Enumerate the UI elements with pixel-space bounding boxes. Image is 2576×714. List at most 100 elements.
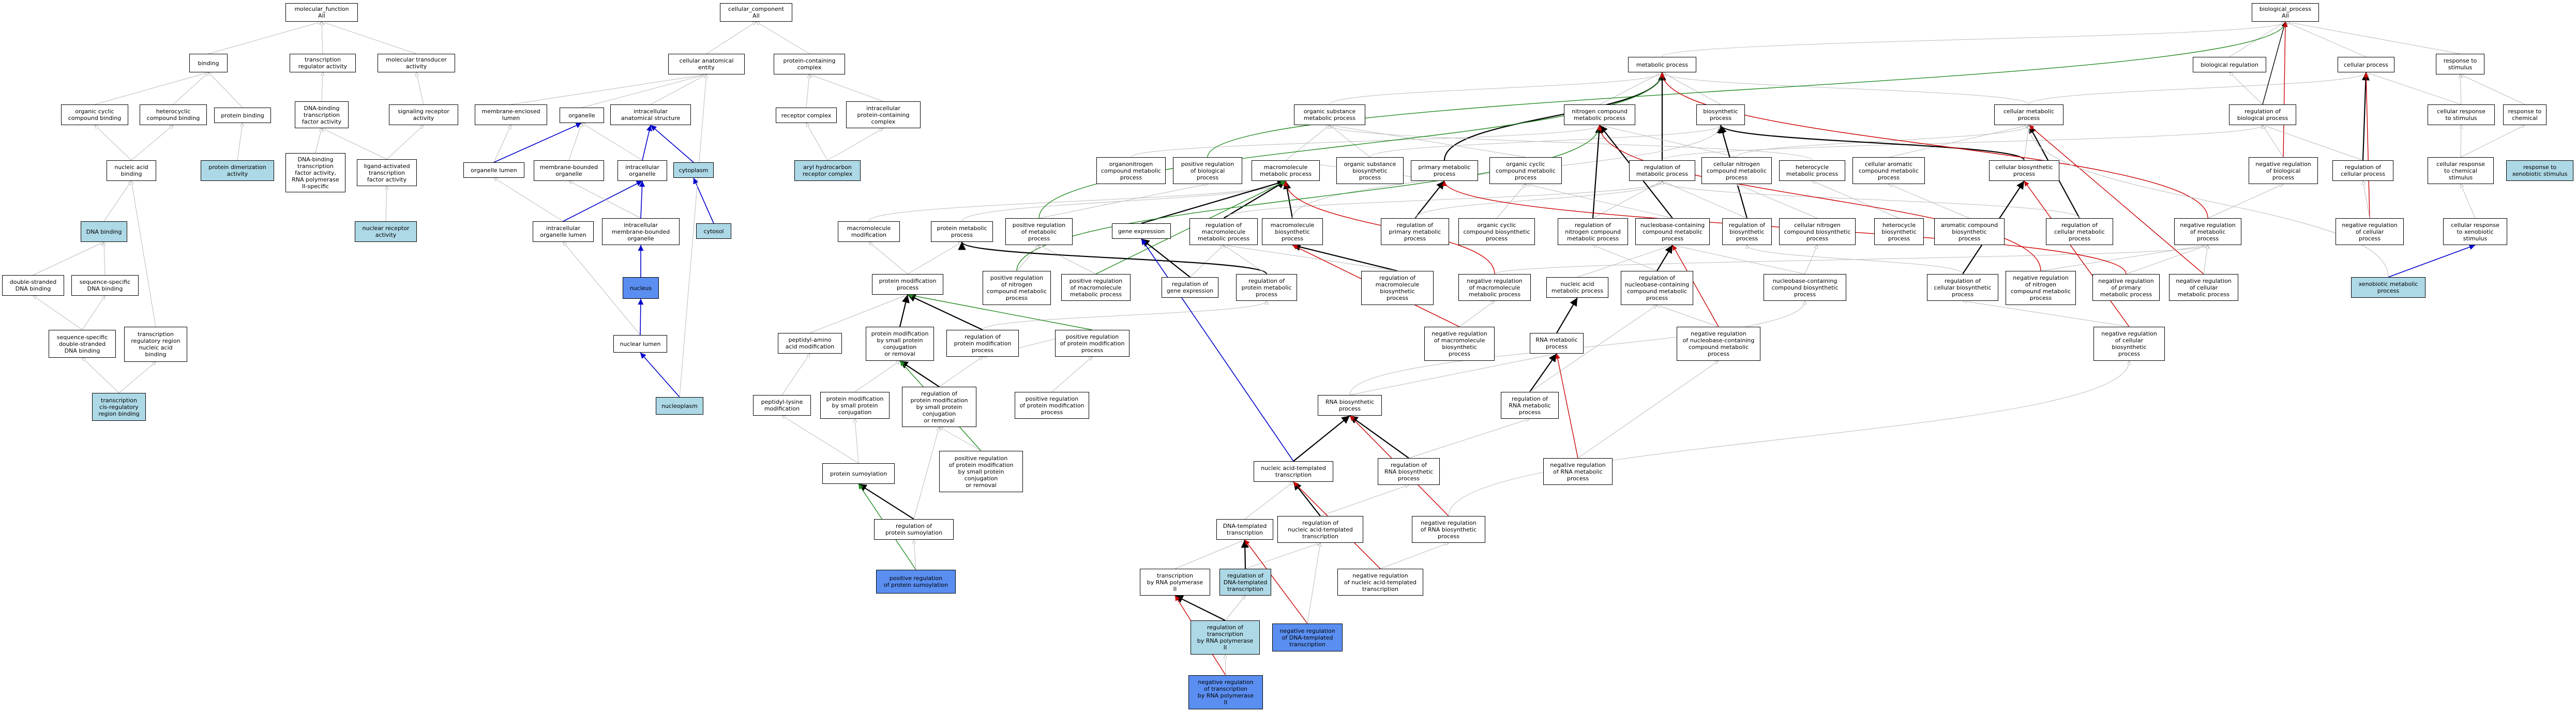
node-transcription-regulator-activity[interactable]: transcription regulator activity: [290, 54, 356, 72]
node-cellular-metabolic-process[interactable]: cellular metabolic process: [1994, 104, 2063, 125]
node-sequence-specific-dna-binding[interactable]: sequence-specific DNA binding: [71, 275, 139, 296]
node-protein-modification-by-small-protein-conjugation[interactable]: protein modification by small protein co…: [820, 392, 890, 419]
node-intracellular-protein-containing-complex[interactable]: intracellular protein-containing complex: [846, 101, 921, 128]
node-positive-regulation-of-protein-modification-process-2[interactable]: positive regulation of protein modificat…: [1015, 392, 1089, 419]
node-positive-regulation-of-biological-process[interactable]: positive regulation of biological proces…: [1173, 157, 1242, 184]
node-regulation-of-macromolecule-biosynthetic-process[interactable]: regulation of macromolecule biosynthetic…: [1361, 271, 1434, 305]
node-receptor-complex[interactable]: receptor complex: [776, 108, 837, 123]
node-negative-regulation-of-nucleic-acid-templated-transcription[interactable]: negative regulation of nucleic acid-temp…: [1337, 569, 1423, 596]
node-regulation-of-metabolic-process[interactable]: regulation of metabolic process: [1629, 160, 1695, 181]
node-negative-regulation-of-cellular-metabolic-process[interactable]: negative regulation of cellular metaboli…: [2169, 274, 2238, 301]
node-regulation-of-nucleic-acid-templated-transcription[interactable]: regulation of nucleic acid-templated tra…: [1277, 516, 1363, 543]
node-cellular-biosynthetic-process[interactable]: cellular biosynthetic process: [1989, 160, 2059, 181]
node-regulation-of-protein-modification-by-small-protein-conjugation[interactable]: regulation of protein modification by sm…: [902, 387, 976, 427]
node-regulation-of-biological-process[interactable]: regulation of biological process: [2229, 104, 2296, 125]
node-cellular-nitrogen-compound-metabolic-process[interactable]: cellular nitrogen compound metabolic pro…: [1701, 157, 1772, 184]
node-nucleoplasm[interactable]: nucleoplasm: [656, 397, 703, 415]
node-dna-templated-transcription[interactable]: DNA-templated transcription: [1216, 519, 1273, 540]
node-cellular-response-to-xenobiotic-stimulus[interactable]: cellular response to xenobiotic stimulus: [2443, 218, 2507, 245]
node-intracellular-organelle-lumen[interactable]: intracellular organelle lumen: [533, 221, 594, 242]
node-regulation-of-macromolecule-metabolic-process[interactable]: regulation of macromolecule metabolic pr…: [1189, 218, 1258, 245]
node-positive-regulation-of-protein-sumoylation[interactable]: positive regulation of protein sumoylati…: [876, 570, 956, 594]
node-negative-regulation-of-metabolic-process[interactable]: negative regulation of metabolic process: [2174, 218, 2241, 245]
node-molecular-transducer-activity[interactable]: molecular transducer activity: [378, 54, 455, 72]
node-nucleic-acid-templated-transcription[interactable]: nucleic acid-templated transcription: [1254, 461, 1333, 482]
node-heterocycle-metabolic-process[interactable]: heterocycle metabolic process: [1779, 160, 1845, 181]
node-biological-regulation[interactable]: biological regulation: [2193, 57, 2266, 72]
node-peptidyl-lysine-modification[interactable]: peptidyl-lysine modification: [753, 395, 811, 416]
node-regulation-of-gene-expression[interactable]: regulation of gene expression: [1162, 277, 1218, 298]
node-cellular-response-to-chemical-stimulus[interactable]: cellular response to chemical stimulus: [2428, 157, 2494, 184]
node-negative-regulation-of-cellular-biosynthetic-process[interactable]: negative regulation of cellular biosynth…: [2093, 327, 2165, 361]
node-dna-binding[interactable]: DNA binding: [81, 221, 127, 242]
node-negative-regulation-of-macromolecule-biosynthetic-process[interactable]: negative regulation of macromolecule bio…: [1424, 327, 1495, 361]
node-intracellular-organelle[interactable]: intracellular organelle: [617, 160, 667, 181]
node-signaling-receptor-activity[interactable]: signaling receptor activity: [389, 104, 458, 125]
node-xenobiotic-metabolic-process[interactable]: xenobiotic metabolic process: [2351, 277, 2426, 298]
node-regulation-of-rna-biosynthetic-process[interactable]: regulation of RNA biosynthetic process: [1378, 458, 1440, 485]
node-regulation-of-protein-metabolic-process[interactable]: regulation of protein metabolic process: [1236, 274, 1297, 301]
node-ligand-activated-transcription-factor[interactable]: ligand-activated transcription factor ac…: [357, 159, 417, 186]
node-nuclear-lumen[interactable]: nuclear lumen: [613, 335, 667, 353]
node-organic-substance-biosynthetic-process[interactable]: organic substance biosynthetic process: [1336, 157, 1404, 184]
node-regulation-of-nucleobase-containing-compound-metabolic-process[interactable]: regulation of nucleobase-containing comp…: [1621, 271, 1693, 305]
node-macromolecule-modification[interactable]: macromolecule modification: [838, 221, 900, 242]
node-protein-sumoylation[interactable]: protein sumoylation: [822, 463, 895, 484]
node-negative-regulation-of-rna-biosynthetic-process[interactable]: negative regulation of RNA biosynthetic …: [1412, 516, 1485, 543]
node-intracellular-anatomical-structure[interactable]: intracellular anatomical structure: [610, 104, 691, 125]
node-binding[interactable]: binding: [189, 54, 228, 72]
node-gene-expression[interactable]: gene expression: [1112, 223, 1171, 239]
node-nucleic-acid-metabolic-process[interactable]: nucleic acid metabolic process: [1546, 277, 1608, 298]
node-regulation-of-nitrogen-compound-metabolic-process[interactable]: regulation of nitrogen compound metaboli…: [1558, 218, 1628, 245]
node-dna-binding-transcription-factor-activity[interactable]: DNA-binding transcription factor activit…: [295, 101, 349, 128]
node-organic-cyclic-compound-metabolic-process[interactable]: organic cyclic compound metabolic proces…: [1489, 157, 1562, 184]
node-cellular-aromatic-compound-metabolic-process[interactable]: cellular aromatic compound metabolic pro…: [1852, 157, 1925, 184]
node-response-to-stimulus[interactable]: response to stimulus: [2436, 54, 2484, 74]
node-response-to-xenobiotic-stimulus[interactable]: response to xenobiotic stimulus: [2506, 160, 2573, 181]
node-organic-cyclic-compound-biosynthetic-process[interactable]: organic cyclic compound biosynthetic pro…: [1458, 218, 1535, 245]
node-regulation-of-protein-modification-process[interactable]: regulation of protein modification proce…: [946, 330, 1019, 357]
node-cellular-component[interactable]: cellular_component All: [720, 3, 792, 22]
node-protein-modification-process[interactable]: protein modification process: [872, 274, 943, 295]
node-regulation-of-cellular-metabolic-process[interactable]: regulation of cellular metabolic process: [2046, 218, 2113, 245]
node-negative-regulation-of-biological-process[interactable]: negative regulation of biological proces…: [2249, 157, 2318, 184]
node-biological-process[interactable]: biological_process All: [2252, 3, 2319, 22]
node-protein-modification-by-small-protein-conjugation-or-removal[interactable]: protein modification by small protein co…: [866, 327, 934, 361]
node-cellular-process[interactable]: cellular process: [2338, 57, 2394, 72]
node-response-to-chemical[interactable]: response to chemical: [2503, 104, 2547, 125]
node-transcription-by-rna-polymerase-ii[interactable]: transcription by RNA polymerase II: [1140, 569, 1210, 596]
node-regulation-of-biosynthetic-process[interactable]: regulation of biosynthetic process: [1722, 218, 1772, 245]
node-negative-regulation-of-dna-templated-transcription[interactable]: negative regulation of DNA-templated tra…: [1272, 624, 1343, 651]
node-protein-dimerization-activity[interactable]: protein dimerization activity: [201, 160, 274, 181]
node-negative-regulation-of-rna-metabolic-process[interactable]: negative regulation of RNA metabolic pro…: [1543, 458, 1613, 485]
node-nucleus[interactable]: nucleus: [623, 277, 659, 299]
node-cytosol[interactable]: cytosol: [696, 223, 731, 239]
node-organelle-lumen[interactable]: organelle lumen: [463, 162, 524, 178]
node-regulation-of-rna-metabolic-process[interactable]: regulation of RNA metabolic process: [1501, 392, 1559, 419]
node-biosynthetic-process[interactable]: biosynthetic process: [1696, 104, 1745, 125]
node-transcription-regulatory-region-binding[interactable]: transcription regulatory region nucleic …: [124, 327, 187, 362]
node-membrane-bounded-organelle[interactable]: membrane-bounded organelle: [534, 160, 604, 181]
node-regulation-of-primary-metabolic-process[interactable]: regulation of primary metabolic process: [1381, 218, 1449, 245]
node-heterocyclic-compound-binding[interactable]: heterocyclic compound binding: [140, 104, 207, 125]
node-protein-binding[interactable]: protein binding: [214, 108, 271, 123]
node-negative-regulation-of-nitrogen-compound-metabolic-process[interactable]: negative regulation of nitrogen compound…: [2006, 271, 2076, 305]
node-primary-metabolic-process[interactable]: primary metabolic process: [1411, 160, 1478, 181]
node-aromatic-compound-biosynthetic-process[interactable]: aromatic compound biosynthetic process: [1934, 218, 2005, 245]
node-macromolecule-biosynthetic-process[interactable]: macromolecule biosynthetic process: [1262, 218, 1323, 245]
node-macromolecule-metabolic-process[interactable]: macromolecule metabolic process: [1252, 160, 1320, 181]
node-intracellular-membrane-bounded-organelle[interactable]: intracellular membrane-bounded organelle: [602, 218, 680, 245]
node-nucleic-acid-binding[interactable]: nucleic acid binding: [107, 160, 156, 181]
node-regulation-of-transcription-by-rna-polymerase-ii[interactable]: regulation of transcription by RNA polym…: [1191, 620, 1260, 655]
node-organelle[interactable]: organelle: [560, 108, 604, 123]
node-protein-metabolic-process[interactable]: protein metabolic process: [931, 221, 993, 242]
node-negative-regulation-of-primary-metabolic-process[interactable]: negative regulation of primary metabolic…: [2092, 274, 2160, 301]
node-dna-binding-tf-activity-pol2[interactable]: DNA-binding transcription factor activit…: [285, 153, 345, 192]
node-cellular-anatomical-entity[interactable]: cellular anatomical entity: [668, 54, 745, 74]
node-negative-regulation-of-cellular-process[interactable]: negative regulation of cellular process: [2336, 218, 2404, 245]
node-regulation-of-cellular-process[interactable]: regulation of cellular process: [2332, 160, 2393, 181]
node-positive-regulation-of-metabolic-process[interactable]: positive regulation of metabolic process: [1005, 218, 1073, 245]
node-cis-regulatory-region-binding[interactable]: transcription cis-regulatory region bind…: [92, 393, 146, 421]
node-cellular-response-to-stimulus[interactable]: cellular response to stimulus: [2428, 104, 2495, 125]
node-cellular-nitrogen-compound-biosynthetic-process[interactable]: cellular nitrogen compound biosynthetic …: [1779, 218, 1856, 245]
